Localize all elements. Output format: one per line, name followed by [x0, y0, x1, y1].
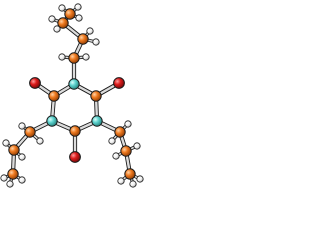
nitrogen-atom	[46, 115, 58, 127]
hydrogen-atom	[58, 4, 66, 12]
carbon-atom	[68, 52, 80, 64]
hydrogen-atom	[48, 15, 56, 23]
molecule-viewer	[0, 0, 149, 189]
carbon-atom	[8, 144, 20, 156]
hydrogen-atom	[18, 122, 26, 130]
hydrogen-atom	[18, 176, 26, 184]
oxygen-atom	[29, 77, 41, 89]
hydrogen-atom	[86, 27, 94, 35]
hydrogen-atom	[18, 153, 26, 161]
hydrogen-atom	[36, 137, 44, 145]
carbon-atom	[77, 33, 89, 45]
hydrogen-atom	[53, 25, 61, 33]
carbon-atom	[7, 168, 19, 180]
hydrogen-atom	[6, 180, 14, 188]
hydrogen-atom	[117, 177, 125, 185]
hydrogen-atom	[129, 180, 137, 188]
carbon-atom	[64, 8, 76, 20]
oxygen-atom	[69, 151, 81, 163]
hydrogen-atom	[75, 14, 83, 22]
hydrogen-atom	[82, 53, 90, 61]
hydrogen-atom	[133, 142, 141, 150]
hydrogen-atom	[92, 38, 100, 46]
hydrogen-atom	[108, 137, 116, 145]
oxygen-atom	[113, 77, 125, 89]
hydrogen-atom	[58, 53, 66, 61]
carbon-atom	[120, 145, 132, 157]
carbon-atom	[124, 168, 136, 180]
carbon-atom	[69, 125, 81, 137]
carbon-atom	[114, 126, 126, 138]
carbon-atom	[24, 126, 36, 138]
carbon-atom	[90, 90, 102, 102]
hydrogen-atom	[0, 174, 8, 182]
atoms-layer	[0, 3, 144, 188]
hydrogen-atom	[124, 120, 132, 128]
nitrogen-atom	[91, 115, 103, 127]
hydrogen-atom	[74, 3, 82, 11]
hydrogen-atom	[2, 139, 10, 147]
hydrogen-atom	[136, 175, 144, 183]
carbon-atom	[57, 17, 69, 29]
carbon-atom	[48, 90, 60, 102]
hydrogen-atom	[112, 152, 120, 160]
nitrogen-atom	[68, 78, 80, 90]
